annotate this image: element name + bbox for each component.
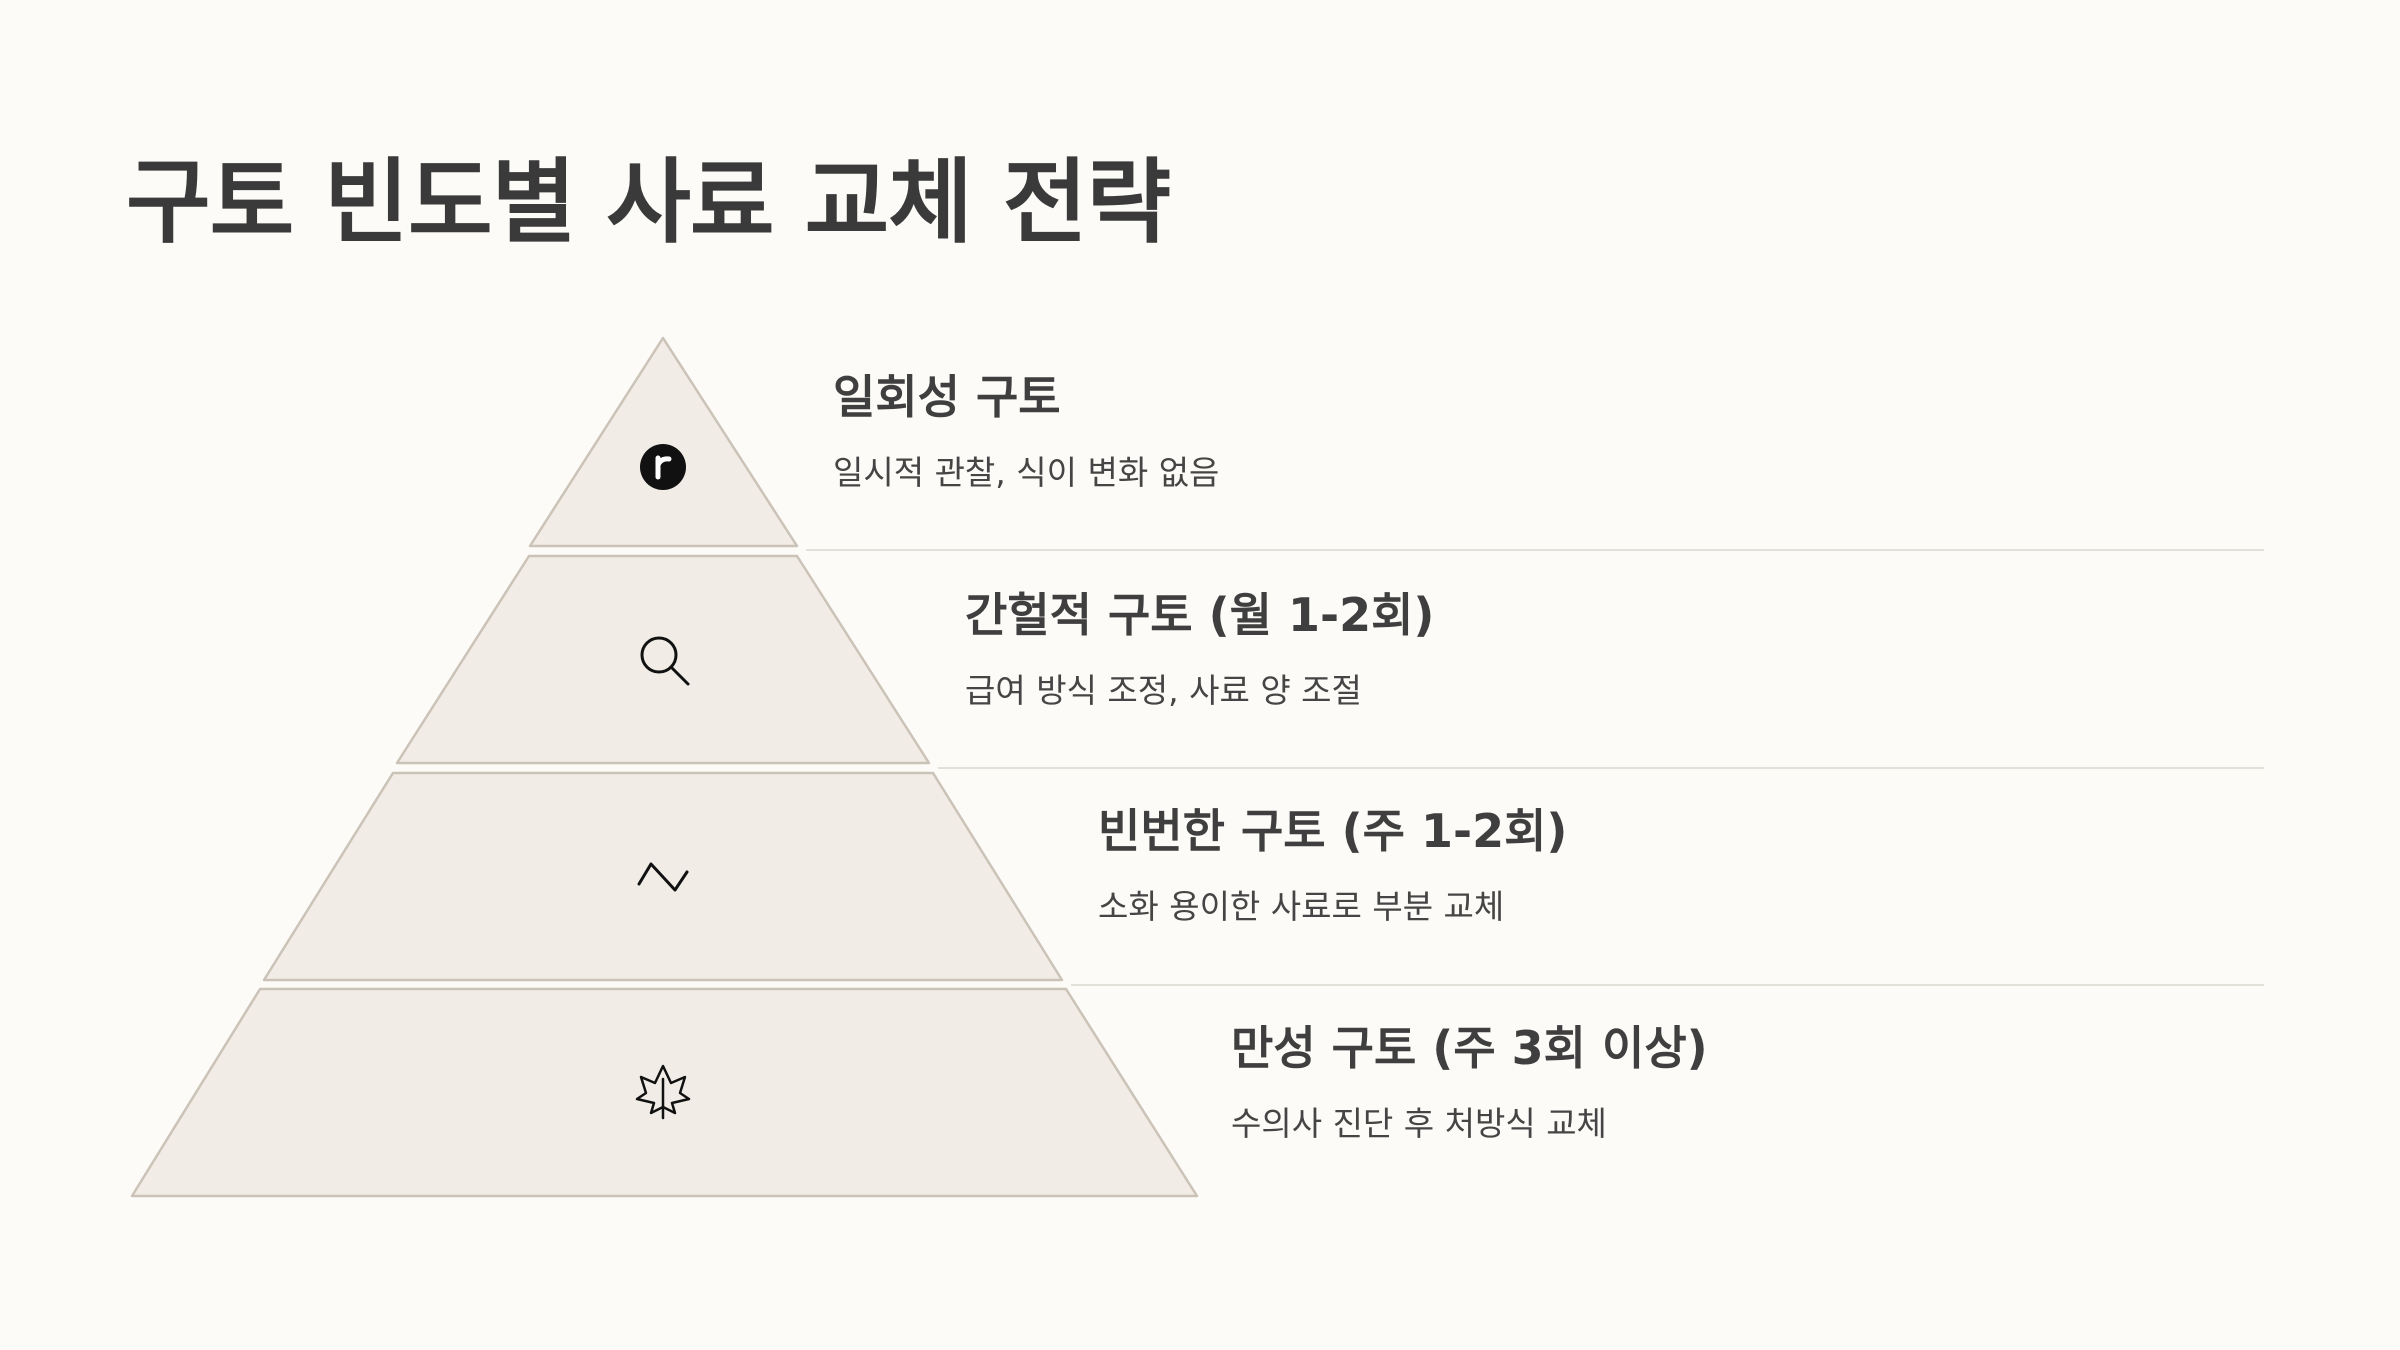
- tier-description-4: 수의사 진단 후 처방식 교체: [1231, 1104, 1607, 1144]
- tier-description-3: 소화 용이한 사료로 부분 교체: [1098, 887, 1505, 927]
- tier-heading-3: 빈번한 구토 (주 1-2회): [1098, 804, 1568, 858]
- tier-description-1: 일시적 관찰, 식이 변화 없음: [833, 453, 1220, 493]
- tier-shape-1: [528, 336, 799, 548]
- tier-label-3: 빈번한 구토 (주 1-2회) 소화 용이한 사료로 부분 교체: [1098, 804, 1567, 927]
- search-icon: [640, 636, 690, 686]
- tier-heading-1: 일회성 구토: [833, 370, 1061, 424]
- r-badge-icon: [640, 444, 686, 490]
- tier-heading-2: 간헐적 구토 (월 1-2회): [965, 588, 1435, 642]
- leaf-icon: [635, 1064, 691, 1120]
- tier-heading-4: 만성 구토 (주 3회 이상): [1231, 1021, 1708, 1075]
- tier-label-2: 간헐적 구토 (월 1-2회) 급여 방식 조정, 사료 양 조절: [965, 588, 1434, 711]
- tier-shape-2: [395, 554, 931, 765]
- page-title: 구토 빈도별 사료 교체 전략: [126, 149, 1171, 256]
- tier-description-2: 급여 방식 조정, 사료 양 조절: [965, 671, 1362, 711]
- tier-label-4: 만성 구토 (주 3회 이상) 수의사 진단 후 처방식 교체: [1231, 1021, 1708, 1144]
- tier-shape-4: [130, 987, 1199, 1198]
- tier-label-1: 일회성 구토 일시적 관찰, 식이 변화 없음: [833, 370, 1219, 493]
- wave-icon: [637, 862, 689, 892]
